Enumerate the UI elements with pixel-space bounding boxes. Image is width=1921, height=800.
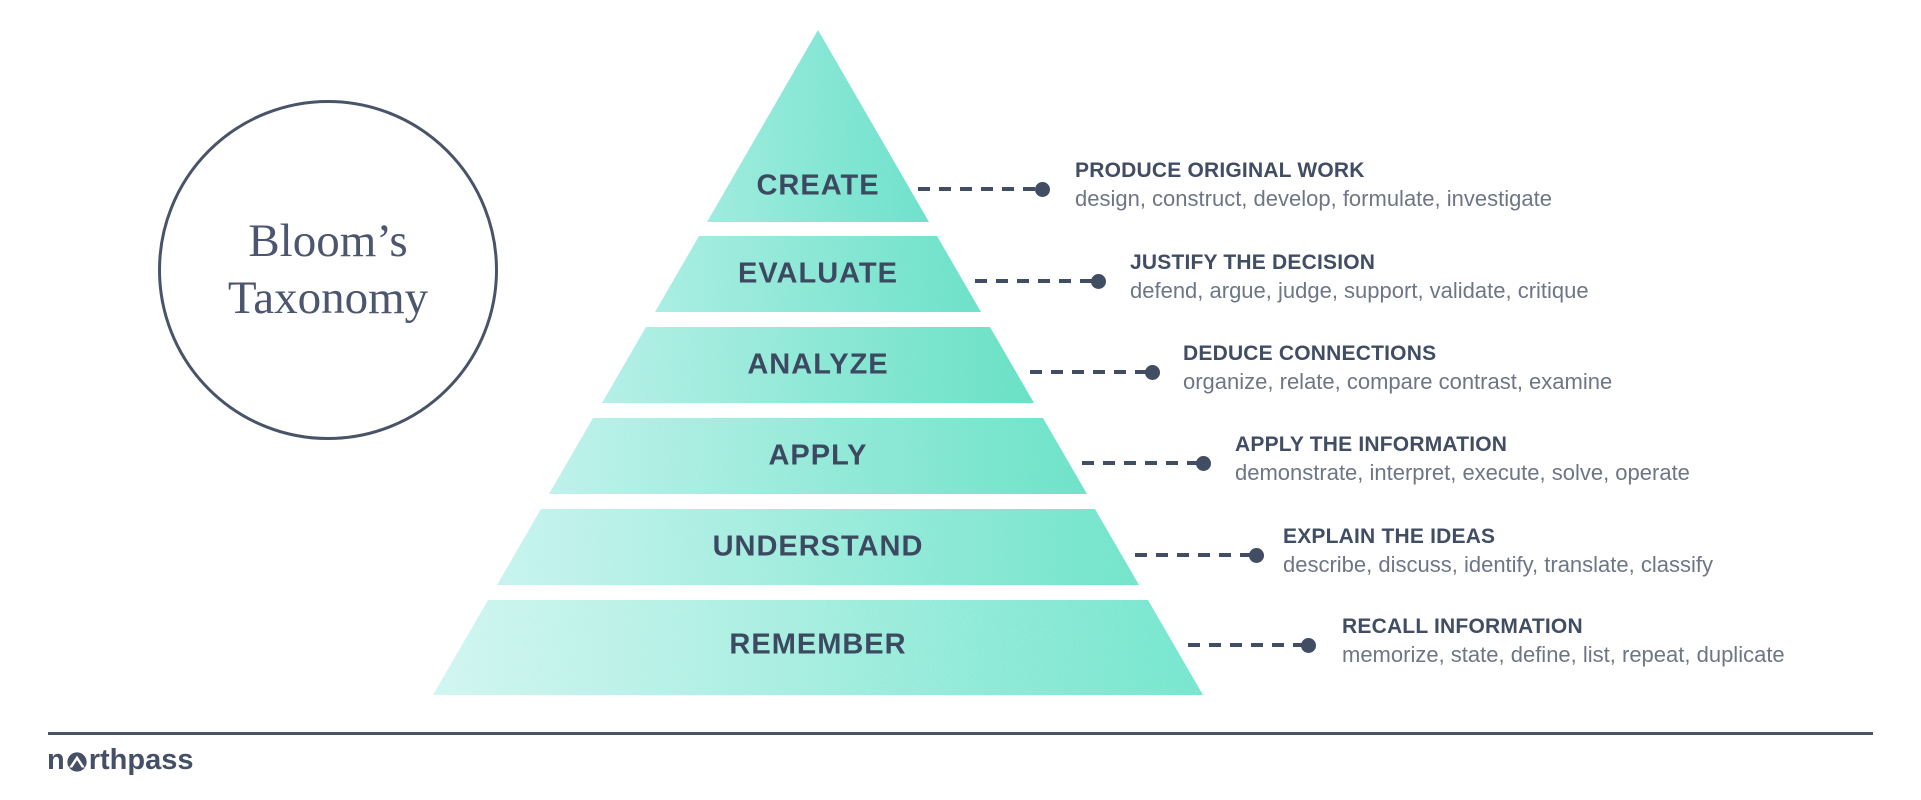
annotation-create: PRODUCE ORIGINAL WORK design, construct,… [1075,157,1552,214]
connector-dot-remember [1301,638,1316,653]
annotation-verbs-apply: demonstrate, interpret, execute, solve, … [1235,460,1690,485]
pyramid-grain-texture [433,30,1203,695]
northpass-logo: n rthpass [47,744,193,777]
title-line-2: Taxonomy [227,272,429,324]
tier-label-understand: UNDERSTAND [712,530,924,563]
connector-line-create [918,187,1036,191]
connector-dot-evaluate [1091,274,1106,289]
connector-line-evaluate [975,279,1092,283]
north-o-icon [67,751,87,772]
connector-line-understand [1135,553,1250,557]
annotation-remember: RECALL INFORMATION memorize, state, defi… [1342,613,1785,670]
tier-label-create: CREATE [756,169,880,202]
connector-dot-apply [1196,456,1211,471]
tier-label-analyze: ANALYZE [747,348,889,381]
annotation-heading-remember: RECALL INFORMATION [1342,615,1583,638]
annotation-verbs-evaluate: defend, argue, judge, support, validate,… [1130,278,1589,303]
tier-label-remember: REMEMBER [729,628,907,661]
annotation-understand: EXPLAIN THE IDEAS describe, discuss, ide… [1283,523,1713,580]
annotation-verbs-remember: memorize, state, define, list, repeat, d… [1342,642,1785,667]
annotation-verbs-create: design, construct, develop, formulate, i… [1075,186,1552,211]
annotation-evaluate: JUSTIFY THE DECISION defend, argue, judg… [1130,249,1589,306]
connector-dot-understand [1249,548,1264,563]
tier-label-apply: APPLY [768,439,868,472]
logo-text-prefix: n [47,744,65,776]
annotation-heading-apply: APPLY THE INFORMATION [1235,433,1508,456]
connector-dot-create [1035,182,1050,197]
connector-line-analyze [1030,370,1146,374]
annotation-heading-create: PRODUCE ORIGINAL WORK [1075,159,1365,182]
annotation-verbs-understand: describe, discuss, identify, translate, … [1283,552,1713,577]
annotation-analyze: DEDUCE CONNECTIONS organize, relate, com… [1183,340,1612,397]
annotation-heading-understand: EXPLAIN THE IDEAS [1283,525,1496,548]
tier-label-evaluate: EVALUATE [738,257,898,290]
connector-dot-analyze [1145,365,1160,380]
annotation-heading-analyze: DEDUCE CONNECTIONS [1183,342,1437,365]
logo-text-suffix: rthpass [88,744,194,776]
annotation-verbs-analyze: organize, relate, compare contrast, exam… [1183,369,1613,394]
footer-divider [48,732,1873,735]
annotation-heading-evaluate: JUSTIFY THE DECISION [1130,251,1376,274]
connector-line-remember [1188,643,1302,647]
connector-line-apply [1082,461,1197,465]
title-line-1: Bloom’s [248,215,408,267]
title-circle: Bloom’s Taxonomy [158,100,498,440]
annotation-apply: APPLY THE INFORMATION demonstrate, inter… [1235,431,1690,488]
